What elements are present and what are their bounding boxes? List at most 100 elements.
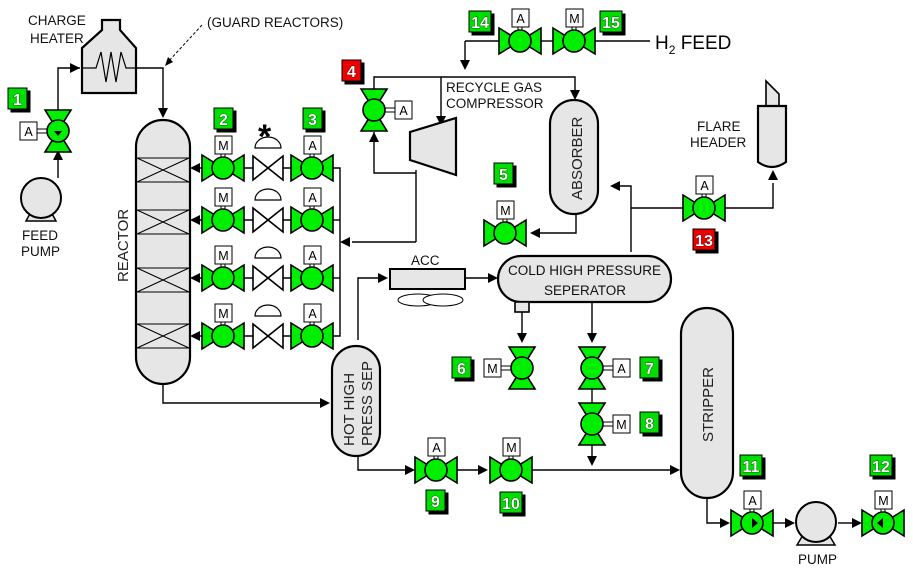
absorber-label: ABSORBER: [569, 116, 586, 200]
flare-header-label: FLARE: [697, 119, 741, 134]
quench-valve-right-row-2[interactable]: A: [290, 187, 334, 235]
actuator-box: [612, 414, 631, 434]
arrow-down: [587, 456, 597, 466]
valve-number: 10: [502, 496, 520, 513]
actuator-type: A: [617, 362, 626, 376]
quench-valve-left-row-2[interactable]: M: [201, 187, 245, 235]
reactor[interactable]: [134, 118, 192, 386]
actuator-box: [303, 135, 322, 155]
actuator-box: [303, 245, 322, 265]
quench-control-valve-row-1[interactable]: [252, 136, 284, 182]
diaphragm-actuator-icon: [254, 136, 282, 149]
reactor-label: REACTOR: [115, 209, 132, 282]
absorber[interactable]: [548, 98, 600, 216]
air-cooled-condenser[interactable]: [389, 268, 466, 307]
valve-14[interactable]: A: [498, 8, 542, 56]
quench-valve-left-row-4[interactable]: M: [201, 303, 245, 351]
stripper[interactable]: [679, 306, 735, 500]
valve-15[interactable]: M: [552, 8, 596, 56]
actuator-type: A: [432, 441, 441, 455]
arrow-up: [768, 170, 778, 180]
quench-valve-right-row-3[interactable]: A: [290, 245, 334, 293]
valve-7[interactable]: A: [577, 346, 631, 390]
valve-6[interactable]: M: [483, 346, 537, 390]
guard-reactors-arrowhead: [165, 57, 173, 66]
actuator-box: [496, 200, 515, 220]
actuator-box: [214, 303, 233, 323]
valve-9[interactable]: A: [414, 437, 458, 485]
feed-pump-label: PUMP: [21, 244, 60, 259]
actuator-type: M: [506, 441, 516, 455]
arrow-down: [460, 60, 470, 70]
actuator-box: [565, 8, 584, 28]
actuator-type: M: [616, 418, 626, 432]
valve-number: 2: [219, 112, 228, 129]
product-pump[interactable]: [795, 501, 837, 546]
pump-label: PUMP: [798, 552, 837, 567]
valve-8[interactable]: M: [577, 402, 631, 446]
flow-direction-icon: [54, 131, 62, 136]
valve-number: 12: [872, 459, 890, 476]
arrow-right: [405, 465, 415, 475]
valve-5[interactable]: M: [483, 200, 527, 248]
quench-control-valve-row-4[interactable]: [252, 304, 284, 350]
quench-valve-right-row-4[interactable]: A: [290, 303, 334, 351]
actuator-type: M: [218, 307, 228, 321]
quench-valve-left-row-3[interactable]: M: [201, 245, 245, 293]
valve-number: 14: [471, 15, 489, 32]
valve-1[interactable]: A: [19, 109, 73, 153]
valve-badge-7: 7: [639, 356, 660, 379]
arrow-up: [369, 132, 379, 142]
arrow-right: [478, 465, 488, 475]
valve-badge-2: 2: [213, 107, 234, 130]
quench-control-valve-row-2[interactable]: [252, 188, 284, 234]
arrow-left: [190, 273, 200, 283]
actuator-type: M: [500, 204, 510, 218]
valve-badge-12: 12: [869, 454, 893, 477]
arrow-right: [720, 518, 730, 528]
actuator-type: A: [308, 307, 317, 321]
actuator-type: M: [218, 139, 228, 153]
valve-2[interactable]: M: [201, 135, 245, 183]
feed-pump[interactable]: [20, 177, 62, 222]
actuator-type: M: [487, 362, 497, 376]
recycle-gas-compressor[interactable]: [408, 116, 458, 177]
arrow-right: [70, 63, 80, 73]
compressor-label: RECYCLE GAS: [446, 80, 542, 95]
valve-number: 6: [457, 361, 466, 378]
hot-high-pressure-separator[interactable]: [330, 344, 382, 458]
cold-high-pressure-separator[interactable]: [496, 254, 673, 313]
valve-13[interactable]: A: [682, 175, 726, 223]
valve-badge-6: 6: [451, 356, 472, 379]
valve-12[interactable]: M: [861, 490, 905, 538]
valve-number: 8: [645, 416, 654, 433]
valve-number: 15: [602, 15, 620, 32]
valve-4[interactable]: A: [359, 88, 413, 132]
valve-10[interactable]: M: [489, 437, 533, 485]
valve-number: 13: [695, 233, 713, 250]
actuator-type: A: [700, 179, 709, 193]
arrow-right: [320, 398, 330, 408]
charge-heater[interactable]: [80, 18, 138, 95]
valve-number: 5: [499, 167, 508, 184]
valve-3[interactable]: A: [290, 135, 334, 183]
cold-separator-label: COLD HIGH PRESSURE: [508, 263, 661, 278]
valve-badge-3: 3: [302, 107, 323, 130]
arrow-left: [190, 163, 200, 173]
valve-badge-1: 1: [7, 87, 28, 110]
cold-separator-label: SEPERATOR: [544, 283, 626, 298]
arrow-left: [190, 331, 200, 341]
valve-number: 9: [431, 494, 440, 511]
valve-badge-11: 11: [739, 454, 763, 477]
flare-header[interactable]: [756, 79, 788, 169]
valve-11[interactable]: A: [730, 490, 774, 538]
valve-number: 7: [645, 361, 654, 378]
actuator-type: A: [24, 125, 33, 139]
actuator-box: [511, 8, 530, 28]
quench-control-valve-row-3[interactable]: [252, 246, 284, 292]
actuator-box: [303, 303, 322, 323]
compressor-label: COMPRESSOR: [446, 96, 544, 111]
diaphragm-actuator-icon: [254, 304, 282, 317]
